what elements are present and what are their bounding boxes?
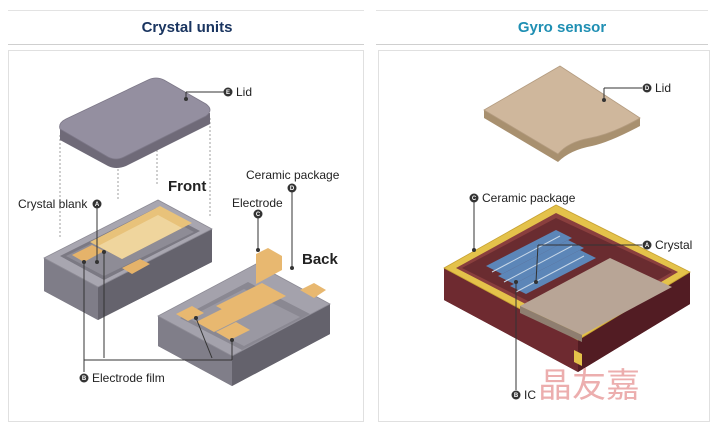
- watermark: 晶友嘉: [538, 366, 640, 406]
- svg-text:D: D: [645, 86, 650, 92]
- gyro-package: [443, 204, 691, 372]
- crystal-units-title: Crystal units: [141, 19, 233, 36]
- gyro-ceramic-package-label: Ceramic package: [482, 191, 576, 205]
- badge-d-gyro-lid: D: [642, 83, 652, 93]
- crystal-unit-illustration: E A C D B Lid Front Back Crystal blank E…: [18, 77, 340, 386]
- badge-a-crystal: A: [642, 240, 652, 250]
- badge-c-gyro-ceramic-package: C: [469, 193, 479, 203]
- svg-text:A: A: [95, 202, 100, 208]
- svg-text:D: D: [290, 186, 295, 192]
- crystal-unit-leader-dots: [82, 97, 294, 342]
- electrode-film-label: Electrode film: [92, 371, 165, 385]
- lid-plate: [59, 77, 211, 168]
- svg-text:E: E: [226, 90, 230, 96]
- badge-d-ceramic-package: D: [287, 183, 297, 193]
- gyro-lid-plate: [483, 65, 641, 162]
- gyro-leader-dots: [472, 98, 606, 284]
- front-label: Front: [168, 178, 206, 195]
- svg-text:A: A: [645, 243, 650, 249]
- ceramic-package-label: Ceramic package: [246, 168, 340, 182]
- gyro-leader-lines: [473, 87, 642, 390]
- left-header-rule: [8, 44, 364, 45]
- badge-c-electrode: C: [253, 209, 263, 219]
- back-package: [157, 248, 331, 386]
- lid-label: Lid: [236, 85, 252, 99]
- left-top-rule: [8, 10, 364, 11]
- right-header-rule: [376, 44, 708, 45]
- gyro-lid-label: Lid: [655, 81, 671, 95]
- ic-label: IC: [524, 388, 536, 402]
- svg-text:C: C: [256, 212, 261, 218]
- crystal-blank-label: Crystal blank: [18, 197, 88, 211]
- front-package: [43, 199, 213, 320]
- right-top-rule: [376, 10, 708, 11]
- svg-text:C: C: [472, 196, 477, 202]
- svg-text:B: B: [82, 376, 87, 382]
- svg-text:B: B: [514, 393, 519, 399]
- badge-b-electrode-film: B: [79, 373, 89, 383]
- crystal-label: Crystal: [655, 238, 692, 252]
- assembly-guide-lines: [59, 118, 211, 238]
- back-label: Back: [302, 251, 339, 268]
- electrode-label: Electrode: [232, 196, 283, 210]
- badge-b-ic: B: [511, 390, 521, 400]
- gyro-sensor-title: Gyro sensor: [517, 19, 607, 36]
- badge-e-lid: E: [223, 87, 233, 97]
- badge-a-crystal-blank: A: [92, 199, 102, 209]
- gyro-sensor-illustration: D C A B Lid Ceramic package Crystal IC: [443, 65, 692, 402]
